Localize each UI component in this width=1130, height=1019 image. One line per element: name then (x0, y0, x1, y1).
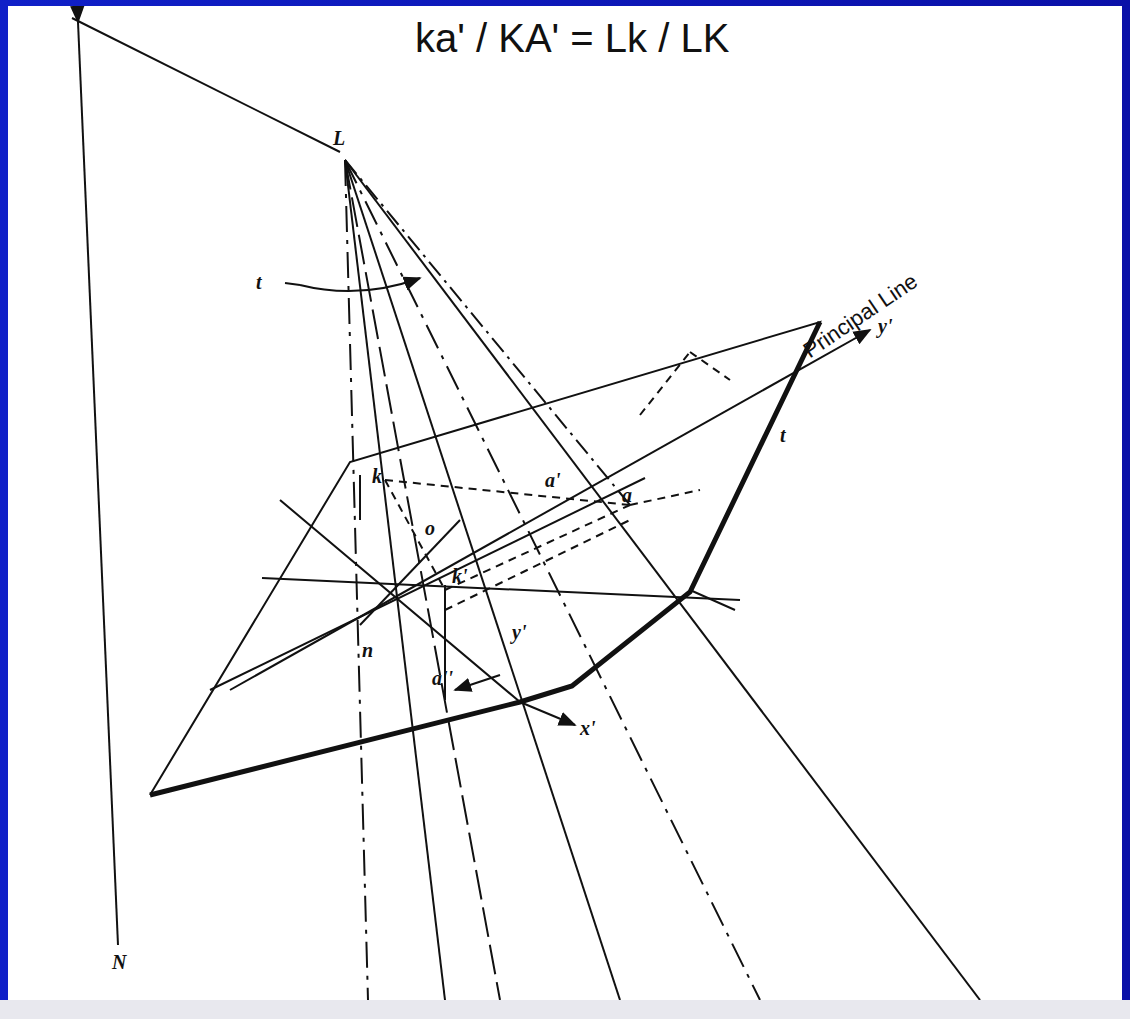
tilted-photo-illustration (8, 6, 1122, 1000)
bottom-strip (0, 1000, 1130, 1019)
point-label: N (112, 952, 126, 972)
point-label: k (372, 466, 382, 486)
point-label: a'' (432, 668, 453, 688)
point-label: n (362, 640, 373, 660)
point-label: L (333, 128, 345, 148)
point-label: y' (512, 622, 526, 642)
point-label: x' (580, 718, 596, 738)
title-formula: ka' / KA' = Lk / LK (415, 18, 729, 58)
point-label: y' (878, 316, 892, 336)
point-label: t (780, 425, 786, 445)
point-label: o (425, 518, 435, 538)
point-label: t (256, 272, 262, 292)
point-label: k' (452, 566, 468, 586)
figure-area: ka' / KA' = Lk / LKLty'Principal Linetko… (8, 6, 1122, 1000)
point-label: a' (545, 470, 561, 490)
point-label: a (622, 485, 632, 505)
axis-name: Principal Line (800, 270, 922, 362)
